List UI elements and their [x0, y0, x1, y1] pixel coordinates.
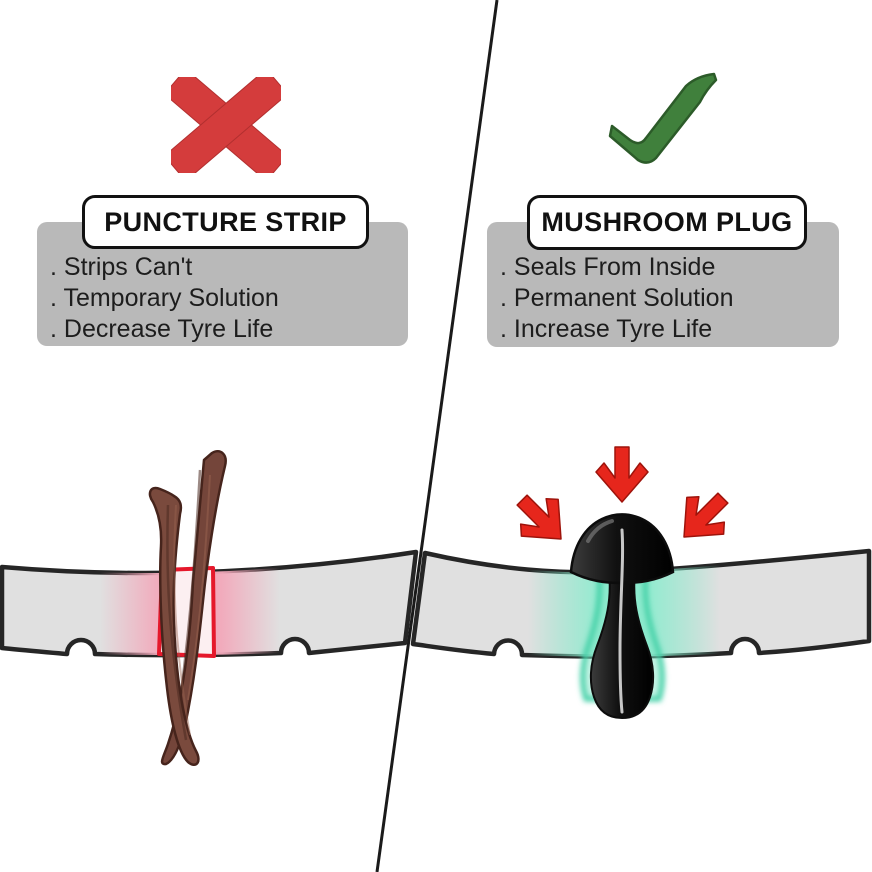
mushroom-plug: [569, 513, 675, 720]
mushroom-plug-label: MUSHROOM PLUG: [527, 195, 807, 250]
divider-line: [375, 0, 499, 872]
puncture-strip-title: PUNCTURE STRIP: [104, 206, 347, 237]
bullet-item: . Permanent Solution: [500, 284, 734, 312]
mushroom-plug-title: MUSHROOM PLUG: [541, 207, 793, 237]
puncture-strip-label: PUNCTURE STRIP: [82, 195, 369, 249]
arrow-down-right-icon: [516, 494, 562, 540]
bullet-item: . Strips Can't: [50, 253, 193, 281]
tyre-band-left: [0, 549, 419, 658]
repair-strips: [148, 449, 227, 767]
pressure-arrows: [516, 446, 729, 540]
bullet-item: . Increase Tyre Life: [500, 315, 713, 343]
cross-icon: [171, 77, 281, 173]
bullet-item: . Decrease Tyre Life: [50, 315, 274, 343]
plug-highlight: [618, 528, 625, 714]
bullet-item: . Seals From Inside: [500, 253, 716, 281]
bullet-item: . Temporary Solution: [50, 284, 279, 312]
arrow-down-left-icon: [683, 492, 729, 538]
check-icon: [608, 72, 718, 164]
plug-stem: [589, 571, 655, 720]
arrow-down-icon: [595, 446, 649, 503]
